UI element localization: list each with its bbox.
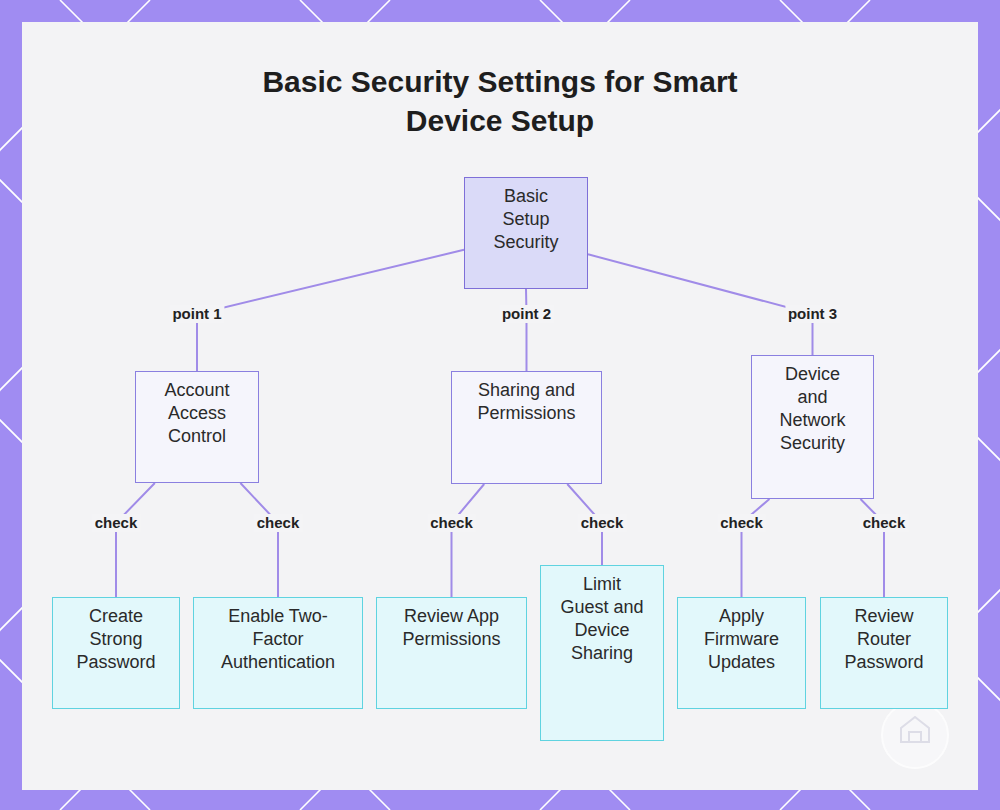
node-text: Sharing and Permissions: [468, 379, 585, 425]
category-box: Account Access Control: [135, 371, 259, 483]
edge-label: check: [578, 514, 627, 532]
check-box: Create Strong Password: [52, 597, 180, 709]
panel: [22, 22, 978, 790]
edge-label: point 1: [169, 305, 224, 323]
node-text: Apply Firmware Updates: [694, 605, 789, 674]
logo-house: [901, 717, 929, 742]
check-box: Enable Two-Factor Authentication: [193, 597, 363, 709]
diagram-title: Basic Security Settings for Smart Device…: [240, 62, 760, 140]
node-text: Enable Two-Factor Authentication: [210, 605, 346, 674]
connector-line: [197, 250, 464, 371]
check-box: Review App Permissions: [376, 597, 527, 709]
logo-circle: [882, 702, 948, 768]
edge-label: point 3: [785, 305, 840, 323]
node-text: Limit Guest and Device Sharing: [559, 573, 645, 665]
edge-label: check: [92, 514, 141, 532]
edge-label: check: [717, 514, 766, 532]
connector-line: [452, 484, 485, 597]
node-text: Device and Network Security: [774, 363, 851, 455]
category-box: Device and Network Security: [751, 355, 874, 499]
logo-mark: [882, 702, 948, 768]
node-text: Review Router Password: [837, 605, 931, 674]
edge-label: check: [427, 514, 476, 532]
category-box: Sharing and Permissions: [451, 371, 602, 484]
connector-line: [240, 483, 278, 597]
edge-label: point 2: [499, 305, 554, 323]
edge-label: check: [254, 514, 303, 532]
check-box: Review Router Password: [820, 597, 948, 709]
node-text: Create Strong Password: [69, 605, 163, 674]
node-text: Account Access Control: [152, 379, 242, 448]
edge-label: check: [860, 514, 909, 532]
check-box: Limit Guest and Device Sharing: [540, 565, 664, 741]
node-text: Review App Permissions: [393, 605, 510, 651]
node-text: Basic Setup Security: [481, 185, 571, 254]
root-box: Basic Setup Security: [464, 177, 588, 289]
check-box: Apply Firmware Updates: [677, 597, 806, 709]
connector-line: [116, 483, 155, 597]
connector-line: [525, 289, 528, 371]
connector-line: [588, 254, 813, 355]
